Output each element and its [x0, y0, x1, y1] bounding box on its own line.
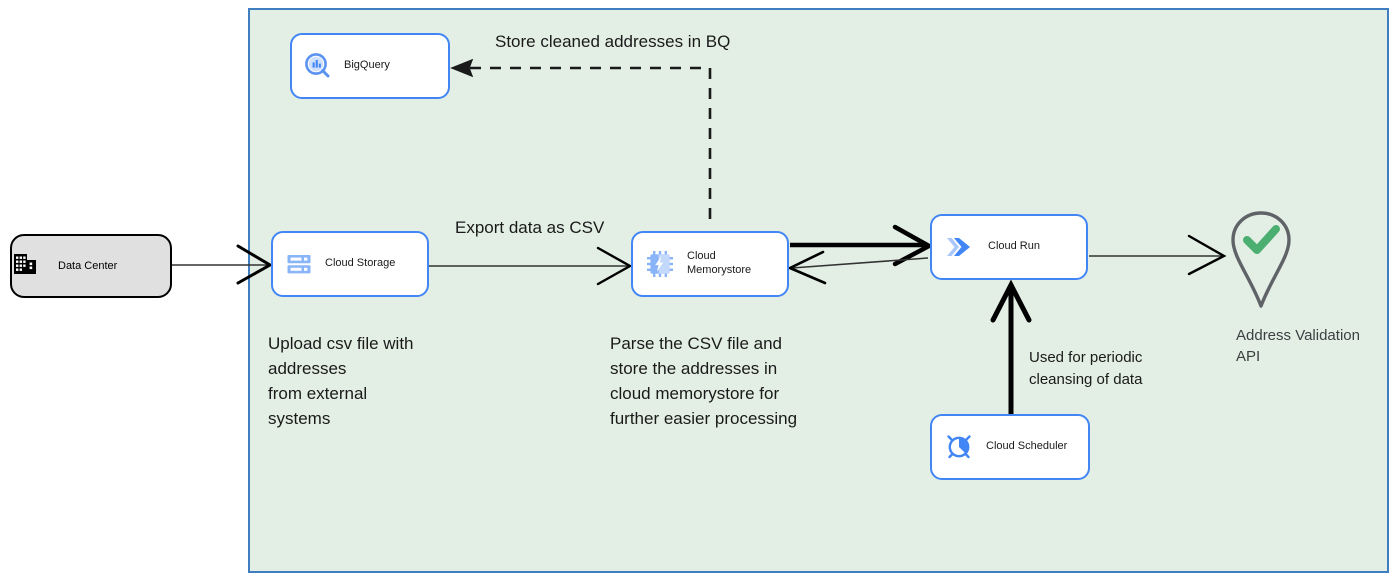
node-data-center-label: Data Center [58, 260, 118, 272]
edge-cloudrun-to-bigquery [450, 58, 712, 219]
cloud-memorystore-icon [633, 249, 687, 279]
edge-scheduler-to-cloudrun [990, 279, 1032, 414]
node-cloud-storage[interactable]: Cloud Storage [271, 231, 429, 297]
google-cloud-boundary [248, 8, 1389, 573]
building-icon [12, 251, 58, 282]
node-data-center[interactable]: Data Center [10, 234, 172, 298]
edge-storage-to-memorystore [429, 246, 633, 286]
edge-label-export-csv: Export data as CSV [455, 218, 605, 237]
edge-cloudrun-to-memorystore [786, 250, 929, 285]
node-cloud-storage-label: Cloud Storage [325, 257, 396, 270]
annotation-parse: Parse the CSV file and store the address… [610, 334, 798, 428]
node-cloud-run-label: Cloud Run [988, 240, 1040, 253]
annotation-upload: Upload csv file with addresses from exte… [268, 334, 414, 428]
address-validation-api-label: Address Validation API [1236, 327, 1360, 365]
node-address-validation-api[interactable] [1224, 205, 1298, 315]
node-cloud-scheduler[interactable]: Cloud Scheduler [930, 414, 1090, 480]
node-bigquery-label: BigQuery [344, 59, 390, 72]
node-cloud-run[interactable]: Cloud Run [930, 214, 1088, 280]
edge-label-store-in-bq: Store cleaned addresses in BQ [495, 32, 731, 51]
cloud-storage-icon [273, 250, 325, 278]
edge-memorystore-to-cloudrun [790, 224, 934, 267]
node-cloud-scheduler-label: Cloud Scheduler [986, 440, 1068, 453]
edge-label-periodic-cleansing: Used for periodic cleansing of data [1029, 349, 1143, 388]
node-bigquery[interactable]: BigQuery [290, 33, 450, 99]
map-pin-check-icon [1231, 211, 1291, 308]
edge-datacenter-to-storage [172, 244, 273, 285]
cloud-scheduler-icon [932, 432, 986, 462]
bigquery-icon [292, 51, 344, 81]
node-memorystore[interactable]: Cloud Memorystore [631, 231, 789, 297]
cloud-run-icon [932, 232, 988, 262]
node-memorystore-label: Cloud Memorystore [687, 250, 752, 276]
edge-cloudrun-to-avapi [1089, 234, 1227, 276]
